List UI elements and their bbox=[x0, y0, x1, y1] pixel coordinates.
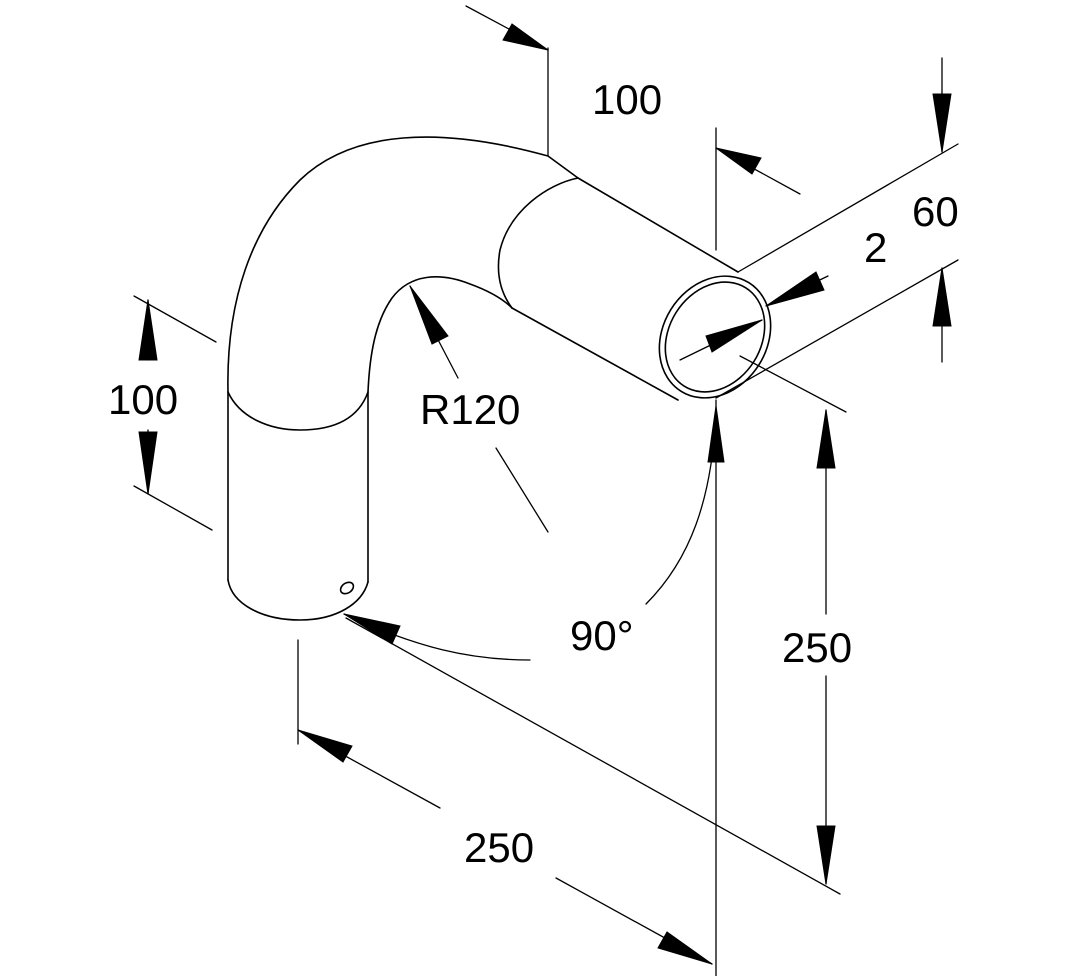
arrowhead bbox=[409, 285, 449, 345]
dim-left-straight: 100 bbox=[108, 295, 217, 531]
top-straight-lower-edge bbox=[511, 307, 679, 401]
ext-line-vert-top bbox=[739, 355, 847, 413]
arrowhead bbox=[816, 409, 836, 469]
top-straight-upper-edge bbox=[577, 177, 739, 273]
dim-bend-radius: R120 bbox=[409, 285, 549, 533]
dim-horizontal-reach-label: 250 bbox=[464, 824, 534, 871]
radius-leader-lower bbox=[495, 447, 549, 533]
arrowhead bbox=[715, 147, 762, 175]
dim-diameter-label: 60 bbox=[912, 188, 959, 235]
tube-end-outer bbox=[658, 275, 772, 399]
dim-horizontal-reach: 250 bbox=[297, 399, 717, 976]
ext-line-diam-upper bbox=[737, 143, 959, 273]
tube-body bbox=[227, 136, 772, 621]
arrowhead bbox=[297, 729, 353, 763]
ext-line-diam-lower bbox=[715, 259, 959, 399]
arrowhead bbox=[138, 299, 158, 361]
dim-diameter: 60 bbox=[715, 57, 959, 399]
arrowhead bbox=[932, 93, 952, 153]
arrowhead bbox=[138, 431, 158, 495]
dim-left-straight-label: 100 bbox=[108, 376, 178, 423]
arrowhead bbox=[932, 267, 952, 327]
left-straight-bottom-rim bbox=[227, 579, 369, 621]
arrowhead bbox=[765, 271, 825, 307]
left-straight-seam bbox=[227, 391, 369, 431]
tube-end-inner bbox=[664, 281, 766, 393]
dim-vertical-reach: 250 bbox=[345, 355, 852, 895]
ext-line-left-bottom bbox=[133, 485, 213, 531]
fixing-hole bbox=[339, 581, 355, 595]
dim-vertical-reach-label: 250 bbox=[782, 624, 852, 671]
ext-line-vert-bottom bbox=[345, 617, 841, 895]
dim-bend-angle: 90° bbox=[343, 405, 725, 661]
arrowhead bbox=[502, 23, 549, 51]
dim-wall-thickness: 2 bbox=[679, 224, 887, 361]
arrowhead bbox=[343, 613, 401, 645]
arrowhead bbox=[816, 825, 836, 885]
dim-top-straight-label: 100 bbox=[592, 76, 662, 123]
bend-outer-curve bbox=[227, 136, 579, 393]
arrowhead bbox=[657, 931, 713, 965]
dim-wall-thickness-label: 2 bbox=[864, 224, 887, 271]
bend-inner-curve bbox=[367, 276, 513, 393]
angle-arc-upper bbox=[645, 411, 717, 605]
dim-bend-radius-label: R120 bbox=[420, 386, 520, 433]
dim-bend-angle-label: 90° bbox=[570, 612, 634, 659]
dim-top-straight: 100 bbox=[465, 5, 801, 251]
top-straight-seam bbox=[497, 177, 579, 309]
arrowhead bbox=[705, 319, 763, 353]
